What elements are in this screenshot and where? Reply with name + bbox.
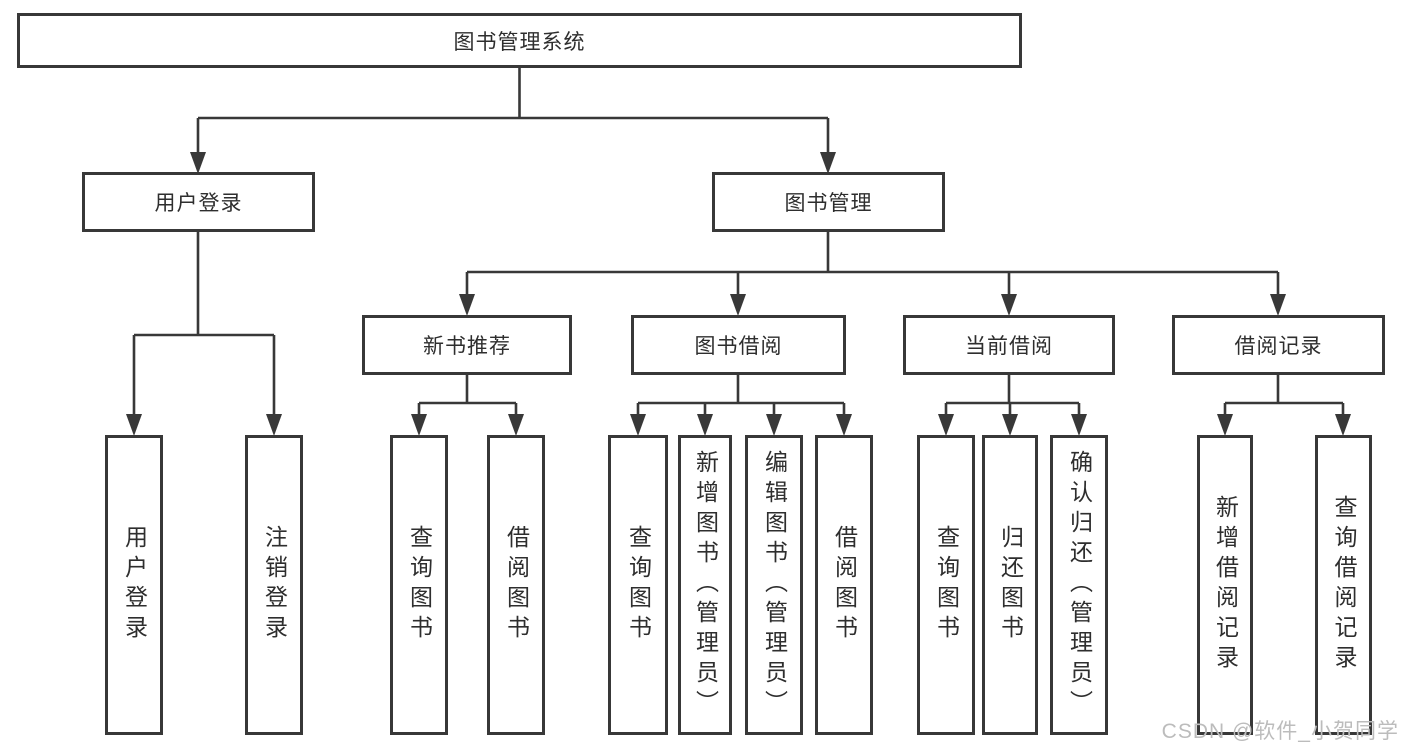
leaf-query-borrow-record: 查询借阅记录 [1315, 435, 1372, 735]
leaf-label: 借阅图书 [831, 525, 858, 645]
leaf-add-borrow-record: 新增借阅记录 [1197, 435, 1253, 735]
node-user-login: 用户登录 [82, 172, 315, 232]
leaf-user-login: 用户登录 [105, 435, 163, 735]
node-book-borrowing: 图书借阅 [631, 315, 846, 375]
leaf-query-books-recommend: 查询图书 [390, 435, 448, 735]
leaf-label: 查询图书 [406, 525, 433, 645]
node-book-management: 图书管理 [712, 172, 945, 232]
node-current-borrowing: 当前借阅 [903, 315, 1115, 375]
leaf-label: 查询借阅记录 [1331, 495, 1357, 675]
node-new-book-recommend: 新书推荐 [362, 315, 572, 375]
leaf-query-books-current: 查询图书 [917, 435, 975, 735]
leaf-label: 借阅图书 [503, 525, 530, 645]
leaf-label: 注销登录 [261, 525, 288, 645]
leaf-label: 归还图书 [997, 525, 1024, 645]
leaf-label: 查询图书 [625, 525, 652, 645]
node-library-management-system: 图书管理系统 [17, 13, 1022, 68]
leaf-label: 用户登录 [121, 525, 148, 645]
leaf-label: 确认归还（管理员） [1066, 450, 1093, 720]
leaf-add-books-admin: 新增图书（管理员） [678, 435, 732, 735]
leaf-borrow-books-borrowing: 借阅图书 [815, 435, 873, 735]
leaf-query-books-borrowing: 查询图书 [608, 435, 668, 735]
leaf-label: 查询图书 [933, 525, 960, 645]
leaf-edit-books-admin: 编辑图书（管理员） [745, 435, 803, 735]
leaf-borrow-books-recommend: 借阅图书 [487, 435, 545, 735]
watermark: CSDN @软件_小贺同学 [1161, 720, 1399, 743]
node-borrowing-records: 借阅记录 [1172, 315, 1385, 375]
leaf-return-books: 归还图书 [982, 435, 1038, 735]
leaf-confirm-return-admin: 确认归还（管理员） [1050, 435, 1108, 735]
leaf-logout: 注销登录 [245, 435, 303, 735]
leaf-label: 新增图书（管理员） [692, 450, 719, 720]
leaf-label: 编辑图书（管理员） [761, 450, 788, 720]
leaf-label: 新增借阅记录 [1212, 495, 1239, 675]
